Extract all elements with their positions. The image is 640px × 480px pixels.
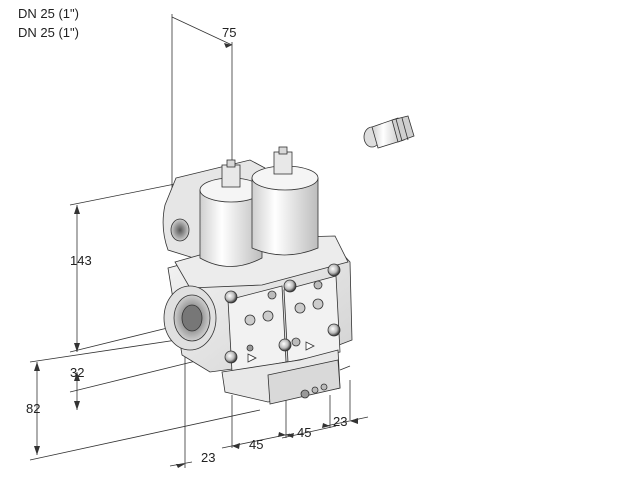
dimension-labels: 75 143 32 82 23 45 45 23 — [26, 25, 347, 465]
header-line-1: DN 25 (1") — [18, 6, 79, 21]
dim-module-spacing-2: 45 — [297, 425, 311, 440]
header-line-2: DN 25 (1") — [18, 25, 79, 40]
dim-base-height: 82 — [26, 401, 40, 416]
dim-top-width: 75 — [222, 25, 236, 40]
arrowheads — [34, 43, 358, 468]
dim-height-total: 143 — [70, 253, 92, 268]
dim-module-spacing-1: 45 — [249, 437, 263, 452]
dim-inlet-offset: 32 — [70, 365, 84, 380]
dim-side-offset-left: 23 — [201, 450, 215, 465]
dim-side-offset-right: 23 — [333, 414, 347, 429]
cable-gland-illustration — [363, 115, 415, 149]
valve-illustration — [162, 146, 353, 405]
